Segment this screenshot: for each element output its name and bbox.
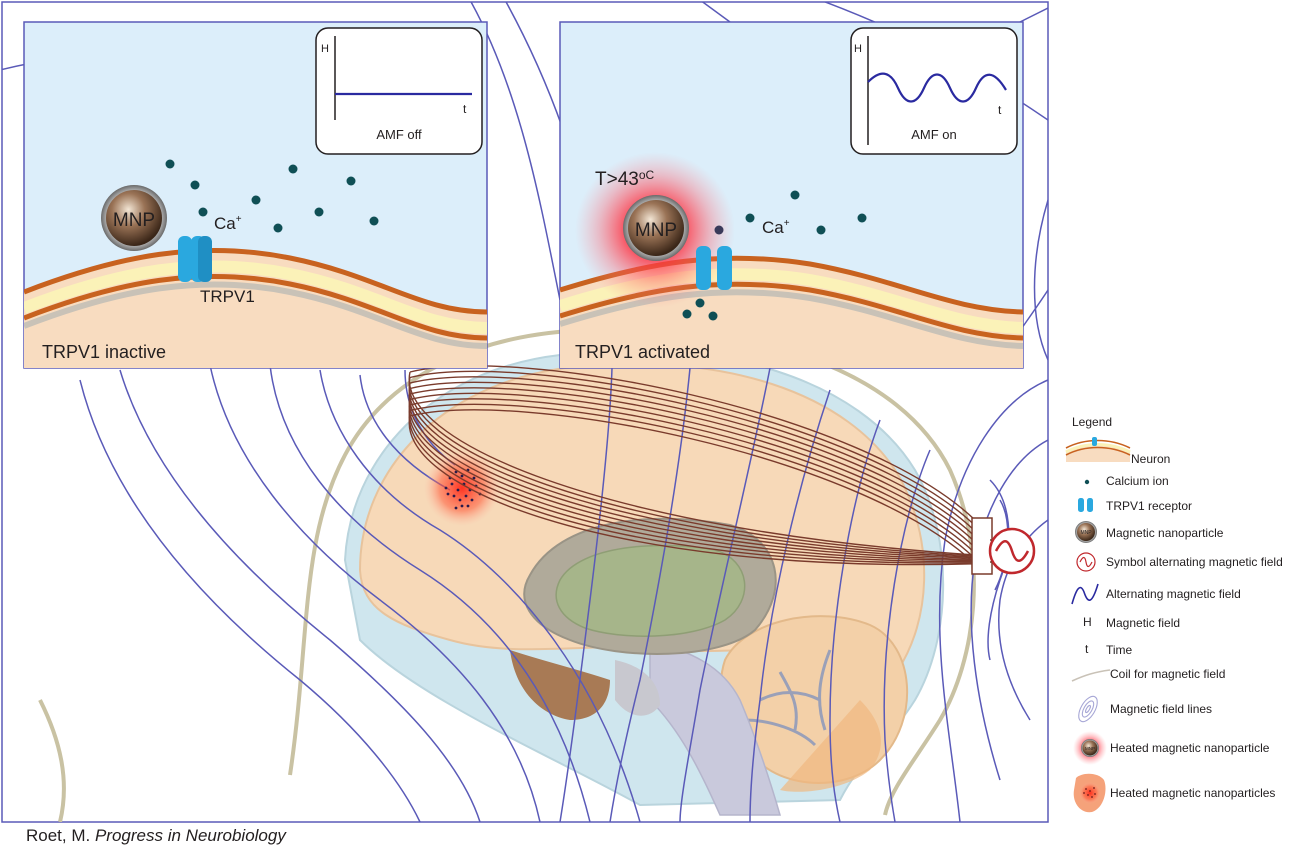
status-label-inactive: TRPV1 inactive: [42, 342, 166, 362]
calcium-ions: [682, 190, 867, 321]
credit-journal: Progress in Neurobiology: [94, 826, 286, 845]
heated-magnetic-nanoparticle: MNP: [623, 195, 689, 261]
trpv1-receptor-icon: [1078, 498, 1093, 512]
magnetic-nanoparticle-icon: MNP: [1075, 521, 1097, 543]
symbol-alternating-field-icon: [1076, 552, 1096, 572]
svg-text:MNP: MNP: [1080, 530, 1092, 536]
graph-caption-off: AMF off: [376, 127, 422, 142]
heated-nanoparticle-dot: [464, 494, 468, 498]
heated-nanoparticle-dot: [470, 498, 474, 502]
legend: Legend Neuron Calcium ion TRPV1 receptor…: [1065, 415, 1283, 813]
hypothalamus: [510, 650, 610, 720]
heated-nanoparticle-dot: [452, 494, 456, 498]
heated-nanoparticle-dot: [460, 474, 464, 478]
calcium-ion-icon: [1084, 479, 1090, 485]
alternating-field-icon: [1071, 583, 1099, 605]
svg-text:Coil for magnetic field: Coil for magnetic field: [1110, 667, 1225, 681]
coil-loop: [408, 381, 976, 559]
calcium-ions: [165, 159, 379, 233]
heated-nanoparticle-dot: [472, 476, 476, 480]
heated-nanoparticles-icon: [1073, 773, 1106, 813]
oscillating-field-line: [867, 72, 1007, 103]
credit-author: Roet, M.: [26, 826, 95, 845]
neuron-icon: [1065, 437, 1131, 462]
graph-x-axis-label: t: [998, 103, 1002, 117]
magnetic-nanoparticle: MNP: [101, 185, 167, 251]
figure-credit: Roet, M. Progress in Neurobiology: [26, 826, 286, 846]
graph-amf-on: H t AMF on: [850, 27, 1018, 155]
coil-loop: [408, 403, 976, 564]
coil-loop: [408, 409, 976, 566]
graph-caption-on: AMF on: [911, 127, 957, 142]
svg-text:Symbol alternating magnetic fi: Symbol alternating magnetic field: [1106, 555, 1283, 569]
magnetic-field-letter-icon: H: [1083, 615, 1092, 629]
coil-terminal: [971, 517, 993, 575]
arbor-vitae: [744, 649, 832, 747]
trpv1-receptor-closed: [178, 236, 212, 282]
heated-nanoparticle-dot: [454, 506, 458, 510]
heated-nanoparticle-icon: MNP: [1073, 731, 1107, 765]
graph-amf-off: H t AMF off: [315, 27, 483, 155]
graph-y-axis-label: H: [854, 43, 862, 55]
coil-loop: [408, 387, 976, 561]
svg-text:Alternating magnetic field: Alternating magnetic field: [1106, 587, 1241, 601]
heated-nanoparticle-dot: [456, 488, 460, 492]
calcium-ion-label: Ca+: [762, 218, 790, 237]
field-lines-icon: [1078, 695, 1098, 723]
head-contour: [38, 699, 66, 822]
heated-nanoparticle-dot: [460, 504, 464, 508]
coil-loop: [408, 376, 976, 558]
coil-icon: [1071, 669, 1111, 682]
status-label-activated: TRPV1 activated: [575, 342, 710, 362]
svg-text:Time: Time: [1106, 643, 1133, 657]
coil-loop: [408, 392, 976, 562]
svg-text:Magnetic field: Magnetic field: [1106, 616, 1180, 630]
mnp-label: MNP: [113, 210, 155, 231]
graph-x-axis-label: t: [463, 102, 467, 116]
heated-nanoparticle-dot: [466, 504, 470, 508]
trpv1-receptor-open: [696, 246, 732, 290]
mnp-label: MNP: [635, 220, 677, 241]
graph-y-axis-label: H: [321, 43, 329, 55]
magnetic-field-lines: [2, 2, 1048, 822]
svg-text:Heated magnetic nanoparticle: Heated magnetic nanoparticle: [1110, 741, 1270, 755]
svg-text:Calcium ion: Calcium ion: [1106, 474, 1169, 488]
coil-loop: [408, 370, 976, 557]
time-letter-icon: t: [1085, 642, 1089, 656]
trpv1-label: TRPV1: [200, 287, 255, 306]
svg-text:Magnetic field lines: Magnetic field lines: [1110, 702, 1212, 716]
panel-trpv1-inactive: MNP Ca+ TRPV1 TRPV1 inactive H t AMF off: [23, 21, 488, 369]
heated-nanoparticle-dot: [454, 470, 458, 474]
legend-title: Legend: [1072, 415, 1112, 429]
heated-nanoparticles-spot: [424, 450, 500, 526]
thalamus: [555, 544, 746, 637]
temperature-label: T>43oC: [595, 168, 655, 190]
panel-trpv1-activated: MNP T>43oC Ca+ TRPV1 activated H t AMF o…: [559, 21, 1024, 369]
heated-nanoparticle-dot: [446, 492, 450, 496]
svg-text:Heated magnetic nanoparticles: Heated magnetic nanoparticles: [1110, 786, 1275, 800]
heated-nanoparticle-dot: [444, 486, 448, 490]
svg-text:MNP: MNP: [1085, 746, 1095, 751]
magnetic-coil: [408, 365, 976, 566]
heated-nanoparticle-dot: [450, 482, 454, 486]
sine-wave-icon: [994, 540, 1030, 562]
svg-text:Magnetic nanoparticle: Magnetic nanoparticle: [1106, 526, 1224, 540]
heated-nanoparticle-dot: [458, 498, 462, 502]
inner-membrane-line: [24, 273, 487, 341]
coil-loop: [408, 398, 976, 563]
calcium-ion-label: Ca+: [214, 214, 242, 233]
svg-text:TRPV1 receptor: TRPV1 receptor: [1106, 499, 1192, 513]
outer-membrane-line: [24, 247, 487, 315]
svg-text:Neuron: Neuron: [1131, 452, 1170, 466]
brainstem: [649, 638, 781, 816]
